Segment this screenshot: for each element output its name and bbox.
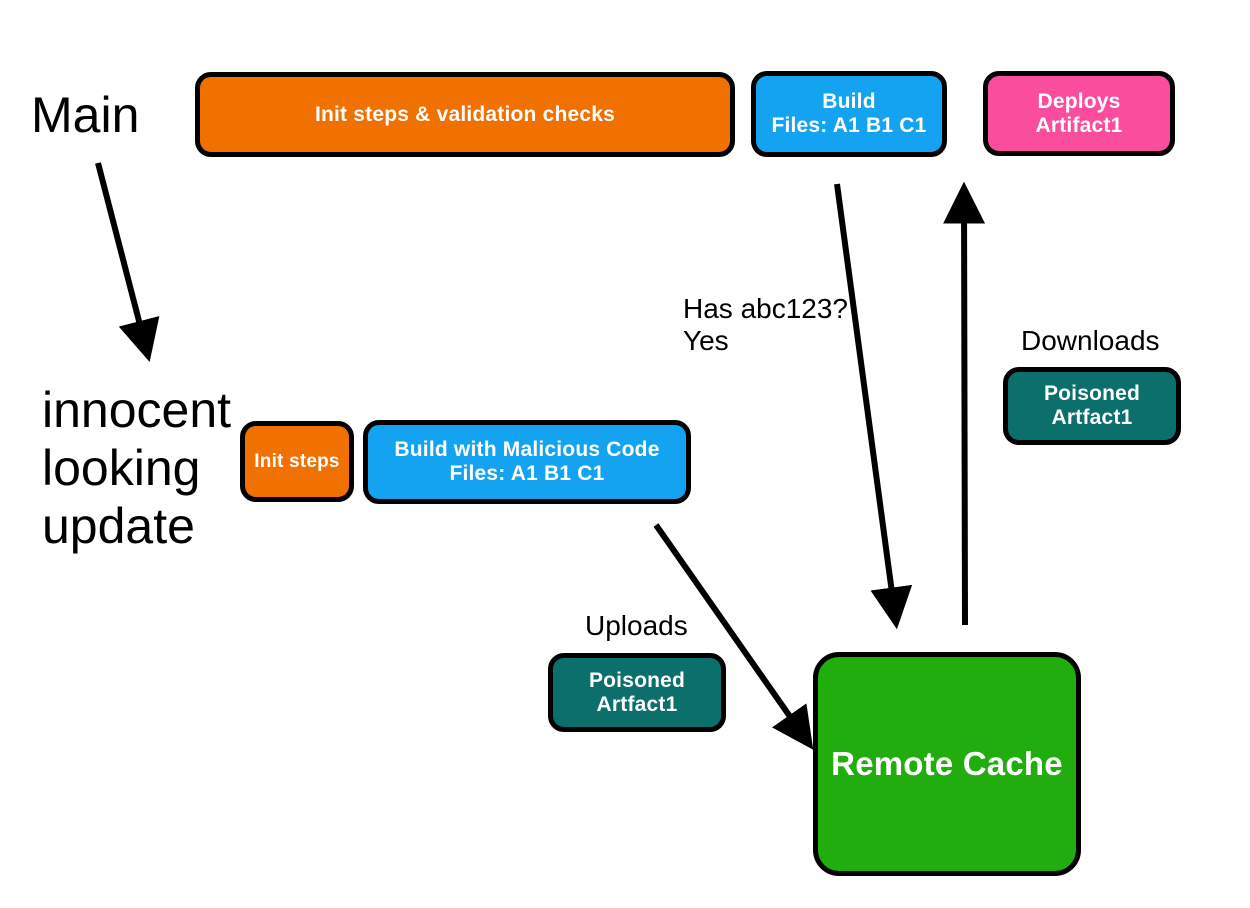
uploads-label: Uploads — [585, 610, 688, 641]
main-branch-label: Main — [31, 87, 140, 143]
arrow-cache-to-deploys — [943, 181, 986, 626]
node-remote-cache[interactable]: Remote Cache — [813, 652, 1081, 876]
node-branch-init-steps[interactable]: Init steps — [240, 421, 354, 502]
downloads-label: Downloads — [1021, 325, 1160, 356]
node-main-init-steps[interactable]: Init steps & validation checks — [195, 72, 735, 157]
arrow-main-to-branch — [95, 162, 160, 362]
arrow-build-to-cache — [834, 183, 913, 630]
node-poisoned-artifact-upload[interactable]: Poisoned Artfact1 — [548, 653, 726, 732]
cache-query-label: Has abc123? Yes — [683, 293, 849, 357]
node-main-deploys[interactable]: Deploys Artifact1 — [983, 71, 1175, 156]
node-poisoned-artifact-download[interactable]: Poisoned Artfact1 — [1003, 367, 1181, 445]
node-main-build[interactable]: Build Files: A1 B1 C1 — [751, 71, 947, 157]
feature-branch-label: innocent looking update — [42, 382, 232, 554]
node-branch-malicious-build[interactable]: Build with Malicious Code Files: A1 B1 C… — [363, 420, 691, 504]
